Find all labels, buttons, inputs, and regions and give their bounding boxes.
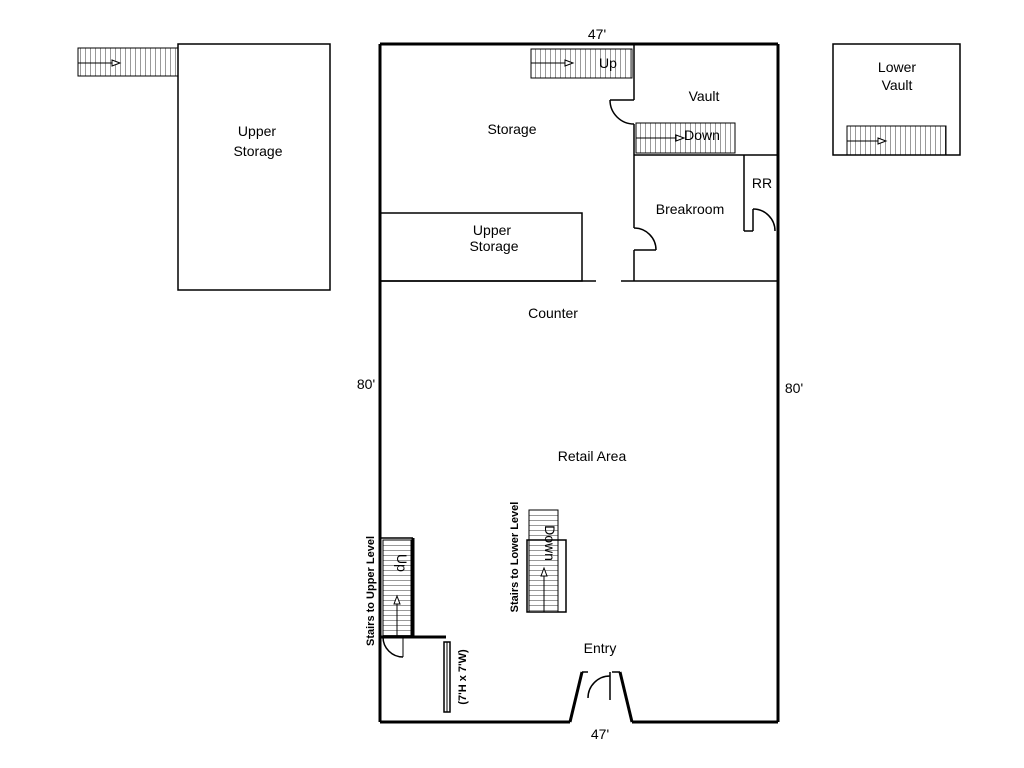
dim-top: 47' bbox=[588, 26, 606, 42]
door-size-note: (7'H x 7'W) bbox=[457, 649, 469, 705]
detached-stair bbox=[77, 47, 179, 77]
upper-level-up-label: Up bbox=[394, 554, 410, 572]
dim-right: 80' bbox=[785, 380, 803, 396]
inner-upper-storage-label-1: Upper bbox=[473, 222, 511, 238]
retail-area-label: Retail Area bbox=[558, 448, 627, 464]
vault-down-label: Down bbox=[684, 127, 720, 143]
entry-label: Entry bbox=[584, 640, 617, 656]
lower-vault-label-2: Vault bbox=[882, 77, 913, 93]
lower-vault: Lower Vault bbox=[832, 43, 961, 156]
dim-left: 80' bbox=[357, 376, 375, 392]
breakroom-label: Breakroom bbox=[656, 201, 724, 217]
retail-down-label: Down bbox=[542, 525, 558, 561]
dim-bottom: 47' bbox=[591, 726, 609, 742]
lower-vault-label-1: Lower bbox=[878, 59, 916, 75]
storage-up-label: Up bbox=[599, 55, 617, 71]
detached-upper-storage-label-2: Storage bbox=[233, 143, 282, 159]
stairs-to-lower-label: Stairs to Lower Level bbox=[509, 502, 521, 613]
entry-door bbox=[568, 671, 634, 723]
inner-upper-storage-label-2: Storage bbox=[469, 238, 518, 254]
detached-upper-storage: Upper Storage bbox=[77, 43, 331, 291]
detached-upper-storage-label-1: Upper bbox=[238, 123, 276, 139]
vault-label: Vault bbox=[689, 88, 720, 104]
stairs-to-upper-label: Stairs to Upper Level bbox=[365, 536, 377, 646]
restroom-label: RR bbox=[752, 175, 772, 191]
counter-label: Counter bbox=[528, 305, 578, 321]
storage-label: Storage bbox=[487, 121, 536, 137]
main-building bbox=[378, 42, 780, 724]
